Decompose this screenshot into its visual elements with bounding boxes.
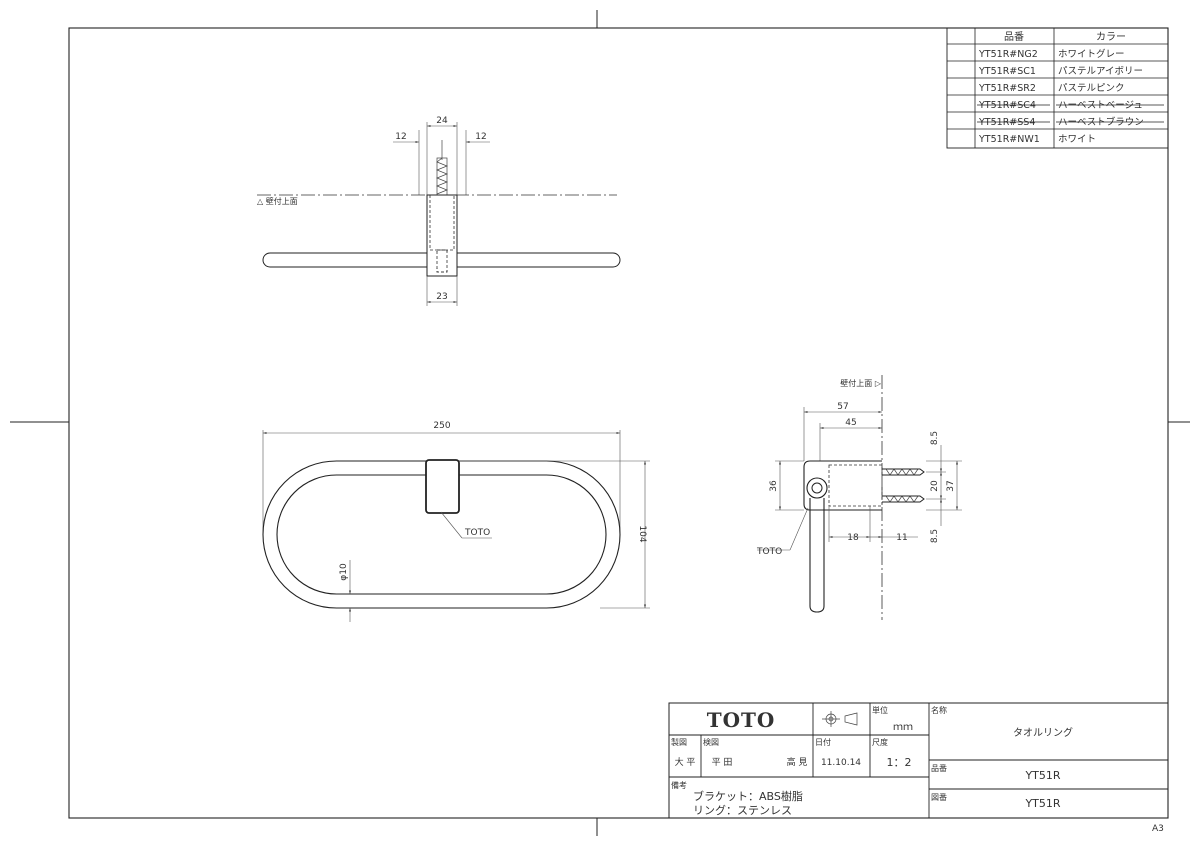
dim-side-18: 18 (847, 533, 859, 543)
part-value: YT51R (1024, 769, 1060, 782)
brand-label-front: TOTO (464, 528, 490, 538)
drawn-value: 大 平 (675, 756, 696, 768)
dim-top-12-right: 12 (475, 132, 486, 142)
row-part-no: YT51R#SC1 (978, 66, 1036, 77)
table-row: YT51R#NG2 ホワイトグレー (978, 48, 1125, 60)
name-value: タオルリング (1013, 726, 1073, 739)
dim-side-11: 11 (896, 533, 907, 543)
checked-label: 検図 (703, 737, 719, 747)
wall-top-label: △ 壁付上面 (257, 196, 298, 206)
dim-side-20: 20 (930, 480, 940, 492)
row-color: パステルピンク (1058, 83, 1125, 94)
row-part-no: YT51R#SS4 (978, 117, 1035, 128)
drawing-value: YT51R (1024, 797, 1060, 810)
checked-value-2: 高 見 (787, 756, 808, 768)
dim-front-250: 250 (433, 421, 450, 431)
dim-side-45: 45 (845, 418, 856, 428)
unit-label: 単位 (872, 705, 888, 715)
row-part-no: YT51R#SC4 (978, 100, 1036, 111)
table-row: YT51R#SR2 パステルピンク (978, 83, 1125, 94)
note-2: リング：ステンレス (693, 803, 792, 817)
color-table (946, 27, 1169, 149)
scale-value: 1：2 (887, 756, 912, 769)
note-1: ブラケット：ABS樹脂 (693, 789, 803, 803)
dim-top-24: 24 (436, 116, 448, 126)
table-row: YT51R#SC4 ハーベストベージュ (977, 100, 1164, 111)
notes-label: 備考 (671, 780, 687, 790)
dim-side-85-top: 8.5 (930, 431, 940, 445)
row-color: ホワイト (1058, 134, 1096, 145)
toto-logo: TOTO (707, 708, 776, 732)
dim-front-dia: φ10 (339, 563, 349, 581)
row-part-no: YT51R#NW1 (978, 134, 1040, 145)
table-row: YT51R#SC1 パステルアイボリー (978, 66, 1143, 77)
table-row: YT51R#SS4 ハーベストブラウン (977, 116, 1164, 128)
dim-side-85-bottom: 8.5 (930, 529, 940, 543)
sheet-frame (10, 10, 1190, 836)
row-color: パステルアイボリー (1058, 66, 1143, 77)
dim-side-57: 57 (837, 402, 848, 412)
table-row: YT51R#NW1 ホワイト (978, 134, 1096, 145)
scale-label: 尺度 (872, 737, 888, 747)
table-header-part-no: 品番 (1004, 31, 1024, 43)
drawn-label: 製図 (671, 737, 687, 747)
dim-side-37: 37 (946, 480, 956, 491)
side-view (757, 375, 962, 620)
table-header-color: カラー (1096, 31, 1126, 43)
wall-side-label: 壁付上面 ▷ (840, 378, 882, 388)
title-block (668, 702, 1169, 819)
part-label: 品番 (931, 763, 947, 773)
unit-value: ｍｍ (893, 722, 913, 733)
dim-front-104: 104 (637, 525, 647, 542)
top-view (257, 122, 621, 306)
name-label: 名称 (931, 705, 947, 715)
row-color: ハーベストベージュ (1058, 100, 1143, 111)
date-value: 11.10.14 (821, 758, 861, 768)
row-part-no: YT51R#NG2 (978, 49, 1038, 60)
row-color: ホワイトグレー (1058, 48, 1125, 60)
drawing-label: 図番 (931, 792, 947, 802)
brand-label-side: TOTO (756, 547, 782, 557)
row-part-no: YT51R#SR2 (978, 83, 1036, 94)
dim-side-36: 36 (769, 480, 779, 492)
date-label: 日付 (815, 737, 831, 747)
front-view (262, 430, 650, 622)
sheet-size-label: A3 (1152, 824, 1164, 834)
checked-value-1: 平 田 (712, 757, 733, 768)
dim-top-23: 23 (436, 292, 447, 302)
dim-top-12-left: 12 (395, 132, 406, 142)
